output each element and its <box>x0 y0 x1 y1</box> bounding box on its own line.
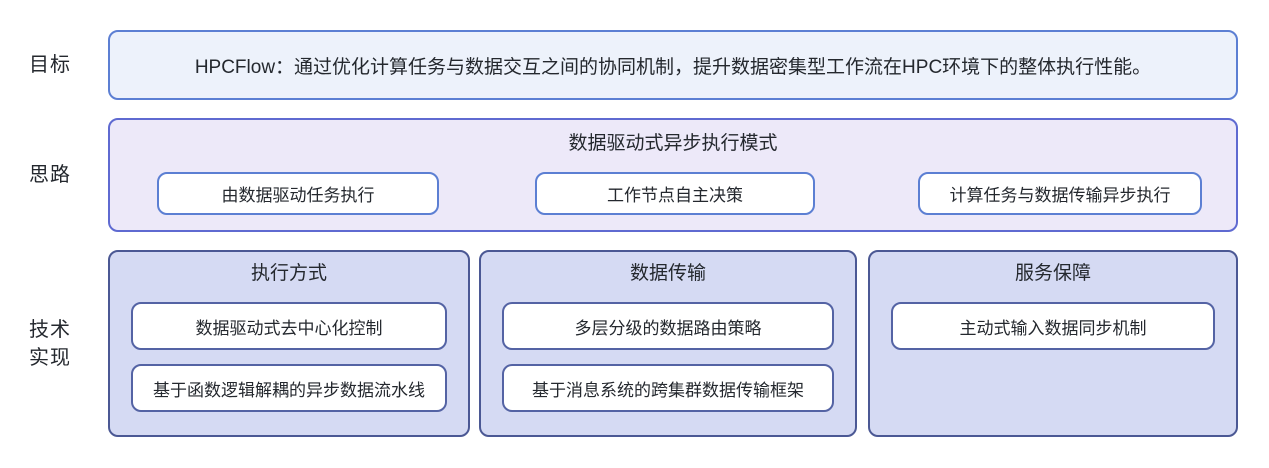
approach-title: 数据驱动式异步执行模式 <box>568 133 778 154</box>
band-label-implementation: 技术 实现 <box>0 250 100 437</box>
approach-item-async-compute-transfer: 计算任务与数据传输异步执行 <box>918 172 1202 215</box>
impl-group-title: 服务保障 <box>1014 263 1091 284</box>
goal-text: HPCFlow：通过优化计算任务与数据交互之间的协同机制，提升数据密集型工作流在… <box>194 56 1152 78</box>
impl-item-decentralized-control: 数据驱动式去中心化控制 <box>131 302 447 350</box>
impl-item-cross-cluster-transfer-framework: 基于消息系统的跨集群数据传输框架 <box>502 364 834 412</box>
impl-item-async-data-pipeline: 基于函数逻辑解耦的异步数据流水线 <box>131 364 447 412</box>
impl-group-title: 数据传输 <box>629 263 706 284</box>
implementation-row: 执行方式 数据驱动式去中心化控制 基于函数逻辑解耦的异步数据流水线 数据传输 多… <box>108 250 1238 437</box>
approach-container: 数据驱动式异步执行模式 由数据驱动任务执行 工作节点自主决策 计算任务与数据传输… <box>108 118 1238 232</box>
approach-item-data-driven-execution: 由数据驱动任务执行 <box>157 172 439 215</box>
impl-group-execution-mode: 执行方式 数据驱动式去中心化控制 基于函数逻辑解耦的异步数据流水线 <box>108 250 470 437</box>
goal-box: HPCFlow：通过优化计算任务与数据交互之间的协同机制，提升数据密集型工作流在… <box>108 30 1238 100</box>
band-label-implementation-line2: 实现 <box>29 346 71 369</box>
impl-group-service-guarantee: 服务保障 主动式输入数据同步机制 <box>868 250 1238 437</box>
impl-group-data-transfer: 数据传输 多层分级的数据路由策略 基于消息系统的跨集群数据传输框架 <box>479 250 857 437</box>
band-label-implementation-line1: 技术 <box>29 318 71 341</box>
impl-group-title: 执行方式 <box>250 263 327 284</box>
band-label-goal: 目标 <box>29 54 71 76</box>
band-label-approach: 思路 <box>29 164 71 186</box>
impl-item-proactive-input-sync: 主动式输入数据同步机制 <box>891 302 1215 350</box>
impl-item-hierarchical-routing: 多层分级的数据路由策略 <box>502 302 834 350</box>
approach-item-worker-autonomy: 工作节点自主决策 <box>535 172 815 215</box>
